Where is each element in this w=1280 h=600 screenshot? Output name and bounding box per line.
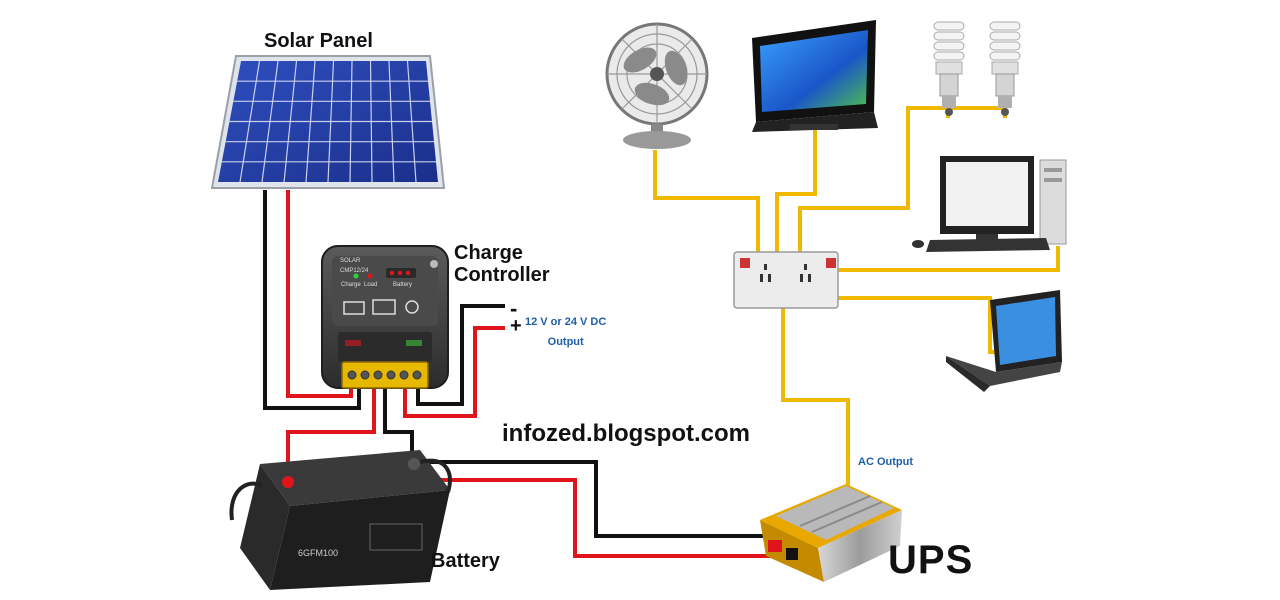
ups-label: UPS — [888, 538, 974, 582]
laptop-wire — [838, 296, 1000, 354]
fan-icon — [605, 22, 709, 149]
led-load-label: Load — [364, 282, 377, 288]
ac-output-label: AC Output — [858, 456, 913, 468]
cfl-bulb-icon-2 — [989, 21, 1021, 116]
ups-inverter — [760, 484, 902, 582]
desktop-computer-icon — [912, 156, 1067, 252]
dc-output-label: 12 V or 24 V DC Output — [525, 312, 606, 352]
led-charge-label: Charge — [341, 282, 361, 288]
fan-wire — [653, 150, 760, 262]
battery-label: Battery — [431, 550, 500, 572]
load-neg-wire — [416, 304, 505, 406]
lamp-symbol-icon — [405, 300, 419, 314]
ctrl-bat-neg-wire — [383, 388, 414, 455]
dc-output-label-line1: 12 V or 24 V DC — [525, 316, 607, 328]
battery-symbol-icon — [372, 299, 396, 315]
charge-controller-label-line1: Charge — [454, 242, 523, 264]
lamp-wire — [798, 106, 950, 262]
dc-output-label-line2: Output — [547, 336, 584, 348]
ctrl-bat-pos-wire — [286, 388, 376, 478]
controller-brand: SOLAR — [340, 258, 361, 264]
battery-model-label: 6GFM100 — [298, 548, 338, 558]
desktop-wire — [838, 246, 1060, 272]
load-pos-wire — [403, 326, 505, 418]
website-label: infozed.blogspot.com — [502, 420, 750, 447]
led-battery-label: Battery — [393, 282, 412, 288]
tv-wire — [775, 130, 817, 262]
battery-positive-terminal — [282, 476, 294, 488]
tv-icon — [752, 20, 878, 132]
terminal-block — [341, 361, 429, 389]
charge-controller-label-line2: Controller — [454, 264, 550, 286]
cfl-bulb-icon — [933, 21, 965, 116]
solar-panel-label: Solar Panel — [264, 30, 373, 52]
panel-neg-wire — [263, 190, 361, 410]
ups-ac-wire — [781, 306, 850, 512]
panel-pos-wire — [286, 190, 353, 398]
bat-ups-neg-wire — [415, 460, 780, 538]
battery: 6GFM100 — [229, 450, 452, 590]
laptop-icon — [946, 290, 1062, 392]
negative-sign-label: - — [510, 296, 518, 321]
battery-negative-terminal — [408, 458, 420, 470]
solar-panel — [210, 55, 446, 189]
wall-socket — [733, 251, 839, 309]
panel-symbol-icon — [343, 301, 365, 315]
charge-controller-label: Charge Controller — [454, 242, 550, 286]
charge-led-icon — [353, 273, 359, 279]
charge-controller: SOLAR CMP12/24 Charge Load Battery — [321, 245, 449, 389]
load-led-icon — [367, 273, 373, 279]
lamp2-wire — [950, 106, 1007, 118]
controller-model: CMP12/24 — [340, 268, 369, 274]
positive-sign-label: + — [510, 315, 522, 337]
dc-wires — [263, 190, 780, 558]
